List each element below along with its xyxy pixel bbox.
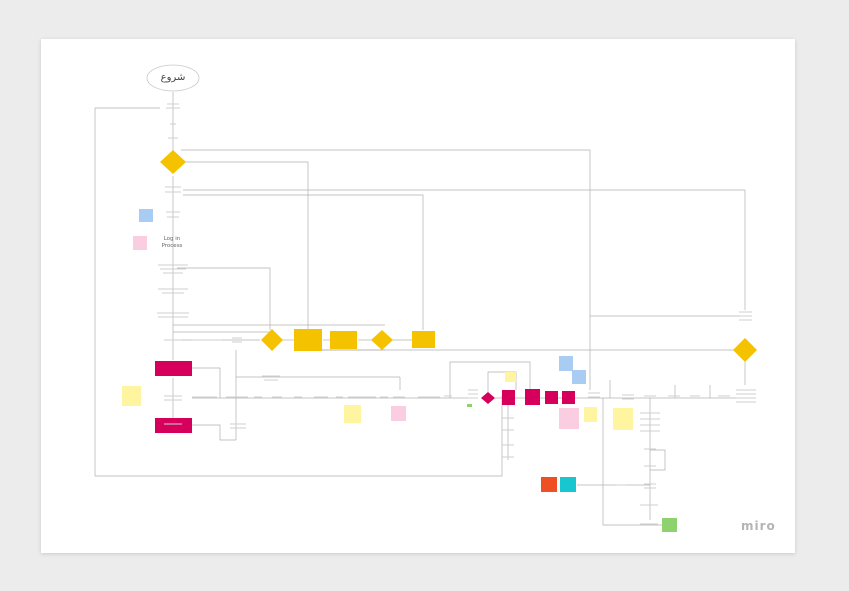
small-text-marks — [157, 103, 756, 525]
sticky-note[interactable] — [505, 372, 516, 382]
decision-diamond[interactable] — [160, 150, 186, 174]
sticky-note[interactable] — [559, 408, 579, 429]
process-box[interactable] — [412, 331, 435, 348]
sticky-note[interactable] — [122, 386, 141, 406]
sticky-note[interactable] — [560, 477, 576, 492]
sticky-note[interactable] — [662, 518, 677, 532]
process-box[interactable] — [155, 418, 192, 433]
sticky-note[interactable] — [541, 477, 557, 492]
sticky-note[interactable] — [559, 356, 573, 371]
start-node[interactable] — [146, 64, 200, 92]
miro-board — [41, 39, 795, 553]
decision-diamond[interactable] — [371, 330, 393, 350]
process-box[interactable] — [545, 391, 558, 404]
sticky-note[interactable] — [613, 408, 633, 430]
sticky-note[interactable] — [133, 236, 147, 250]
decision-diamond[interactable] — [481, 392, 495, 404]
process-box[interactable] — [155, 361, 192, 376]
sticky-note[interactable] — [584, 407, 597, 422]
process-box[interactable] — [502, 390, 515, 405]
login-process-label: Log in Process — [161, 236, 183, 249]
process-box[interactable] — [562, 391, 575, 404]
miro-logo: miro — [741, 519, 776, 533]
sticky-note[interactable] — [572, 370, 586, 384]
sticky-note[interactable] — [139, 209, 153, 222]
start-label: شروع — [160, 72, 186, 83]
decision-diamond[interactable] — [261, 329, 283, 351]
sticky-note[interactable] — [391, 406, 406, 421]
connectors — [94, 92, 746, 526]
decision-diamond[interactable] — [733, 338, 757, 362]
process-box[interactable] — [294, 329, 322, 351]
sticky-note — [467, 404, 472, 407]
process-box[interactable] — [525, 389, 540, 405]
process-box[interactable] — [330, 331, 357, 349]
sticky-note[interactable] — [344, 405, 361, 423]
